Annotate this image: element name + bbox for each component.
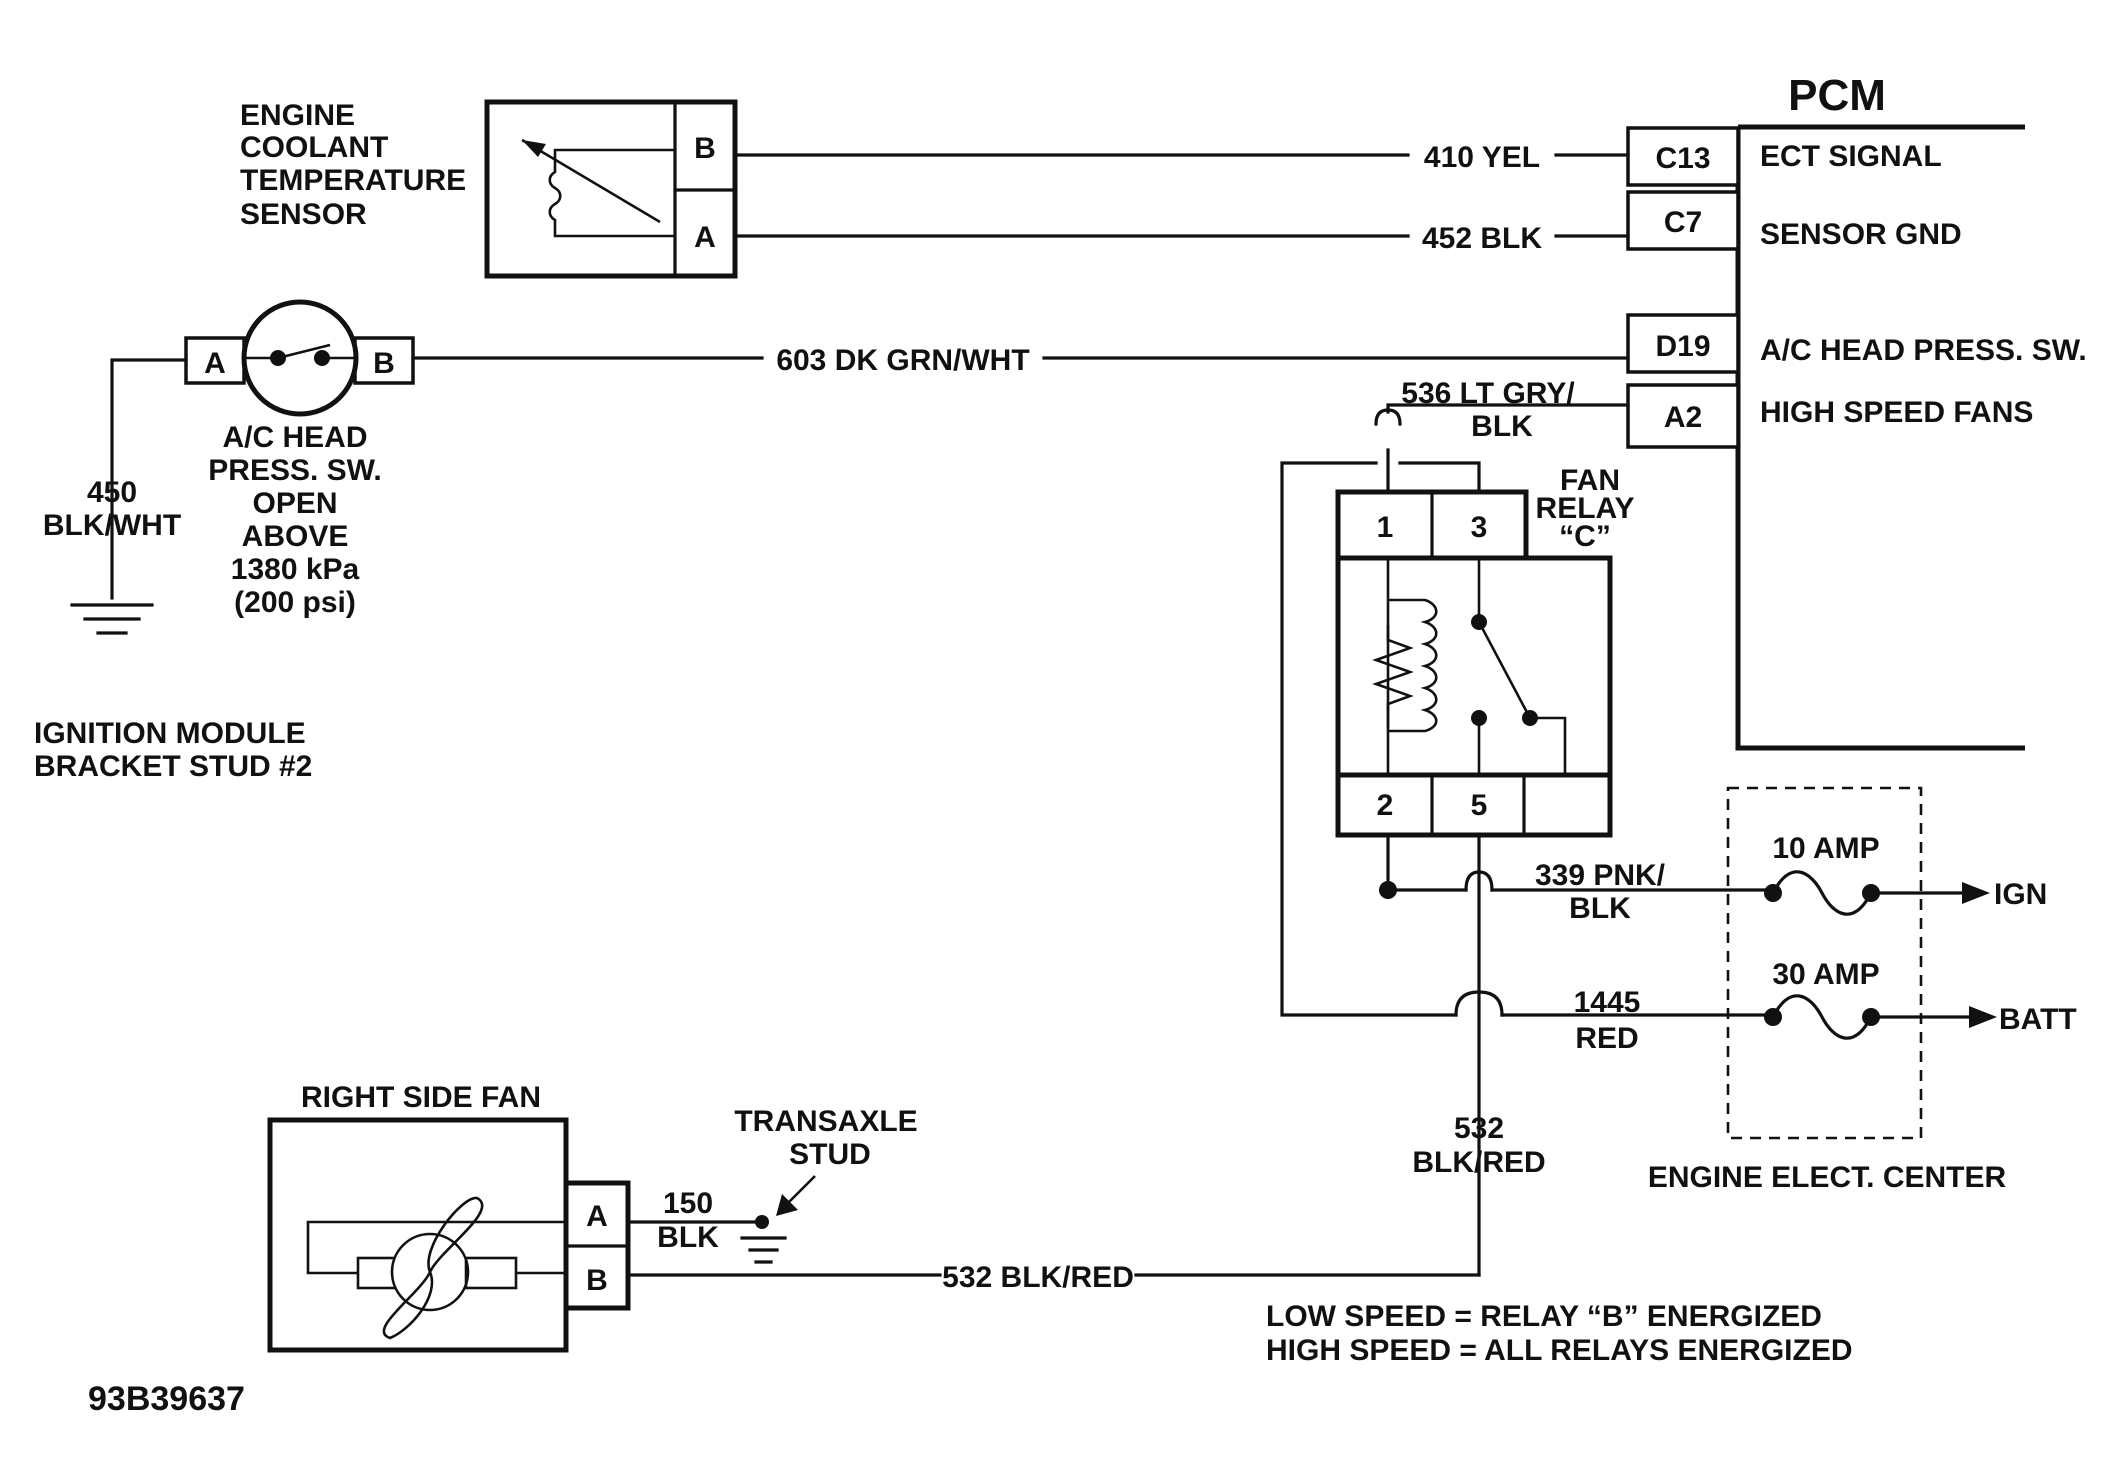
wire-532-bottom-label: 532 BLK/RED: [942, 1261, 1134, 1294]
fan-pin-b: B: [586, 1264, 608, 1297]
pcm-pin-d19: D19: [1655, 330, 1710, 363]
figure-id: 93B39637: [88, 1380, 245, 1418]
wire-150-label-2: BLK: [657, 1221, 719, 1254]
fan-relay-label-2: RELAY: [1536, 492, 1635, 525]
wire-339-label-1: 339 PNK/: [1535, 859, 1666, 892]
ac-switch-label-6: (200 psi): [234, 586, 356, 619]
relay-pin-5: 5: [1471, 789, 1488, 822]
wire-536-label-1: 536 LT GRY/: [1401, 377, 1575, 410]
wire-150-label-1: 150: [663, 1187, 713, 1220]
wire-452-label: 452 BLK: [1422, 222, 1542, 255]
ground-location-line-1: IGNITION MODULE: [34, 717, 306, 750]
ac-switch-label-5: 1380 kPa: [231, 553, 360, 586]
ect-sensor: ENGINE COOLANT TEMPERATURE SENSOR B A: [240, 99, 738, 279]
fan-relay-label-1: FAN: [1560, 464, 1620, 497]
pcm-signal-ect: ECT SIGNAL: [1760, 140, 1942, 173]
note-low-speed: LOW SPEED = RELAY “B” ENERGIZED: [1266, 1300, 1822, 1333]
pcm-pin-c7: C7: [1664, 206, 1702, 239]
ect-label-line-4: SENSOR: [240, 198, 367, 231]
fuse-30-amp: [1764, 994, 1880, 1040]
fan-relay-label-3: “C”: [1559, 520, 1611, 553]
ground-450: 450 BLK/WHT IGNITION MODULE BRACKET STUD…: [34, 358, 312, 783]
fuse-10-amp-label: 10 AMP: [1772, 832, 1879, 865]
ect-label-line-2: COOLANT: [240, 131, 388, 164]
pcm-signal-high-speed-fans: HIGH SPEED FANS: [1760, 396, 2033, 429]
ground-location-line-2: BRACKET STUD #2: [34, 750, 312, 783]
wire-410-label: 410 YEL: [1424, 141, 1540, 174]
wire-1445-label-2: RED: [1575, 1022, 1638, 1055]
transaxle-arrow-icon: [776, 1194, 798, 1216]
ac-switch-label-1: A/C HEAD: [222, 421, 367, 454]
relay-pin-2: 2: [1377, 789, 1394, 822]
ac-switch-label-3: OPEN: [252, 487, 337, 520]
pcm: PCM C13 C7 D19 A2 ECT SIGNAL SENSOR GND …: [1626, 71, 2087, 751]
ign-label: IGN: [1994, 878, 2047, 911]
wire-532-label-1: 532: [1454, 1112, 1504, 1145]
pcm-signal-sensor-gnd: SENSOR GND: [1760, 218, 1962, 251]
pcm-pin-a2: A2: [1664, 401, 1702, 434]
fan-motor-icon: [306, 1196, 566, 1340]
ac-switch-label-2: PRESS. SW.: [208, 454, 381, 487]
ac-switch-pin-a: A: [204, 347, 226, 380]
pcm-pin-c13: C13: [1655, 142, 1710, 175]
wire-536-label-2: BLK: [1471, 410, 1533, 443]
fan-pin-a: A: [586, 1200, 608, 1233]
ect-pin-a: A: [694, 221, 716, 254]
right-side-fan: RIGHT SIDE FAN A B: [267, 1081, 631, 1353]
pcm-signal-ac-head-press: A/C HEAD PRESS. SW.: [1760, 334, 2087, 367]
ect-label-line-3: TEMPERATURE: [240, 164, 466, 197]
ign-arrow-icon: [1962, 882, 1990, 904]
ect-label-line-1: ENGINE: [240, 99, 355, 132]
engine-elect-center-label: ENGINE ELECT. CENTER: [1648, 1161, 2007, 1194]
transaxle-label-2: STUD: [789, 1138, 871, 1171]
wire-1445-label-1: 1445: [1574, 986, 1641, 1019]
thermistor-symbol: [548, 148, 675, 238]
relay-pin-1: 1: [1377, 511, 1394, 544]
fan-relay-c: FAN RELAY “C” 1 3 2 5: [1335, 464, 1635, 838]
batt-arrow-icon: [1969, 1006, 1997, 1028]
transaxle-label-1: TRANSAXLE: [734, 1105, 917, 1138]
engine-elect-center: 10 AMP 30 AMP ENGINE ELECT. CENTER: [1648, 786, 2007, 1194]
wire-339-label-2: BLK: [1569, 892, 1631, 925]
ground-450-wire-color: BLK/WHT: [43, 509, 181, 542]
ground-450-wire-num: 450: [87, 476, 137, 509]
ac-head-pressure-switch: A B A/C HEAD PRESS. SW. OPEN ABOVE 1380 …: [184, 299, 415, 619]
fuse-30-amp-label: 30 AMP: [1772, 958, 1879, 991]
relay-coil-symbol: [1372, 558, 1438, 775]
fuse-10-amp: [1764, 870, 1880, 916]
batt-label: BATT: [1999, 1003, 2077, 1036]
ac-switch-pin-b: B: [373, 347, 395, 380]
pcm-title: PCM: [1788, 71, 1886, 120]
ac-switch-label-4: ABOVE: [242, 520, 349, 553]
ect-pin-b: B: [694, 132, 716, 165]
relay-switch-symbol: [1471, 558, 1567, 775]
wire-603-label: 603 DK GRN/WHT: [776, 344, 1029, 377]
relay-pin-3: 3: [1471, 511, 1488, 544]
note-high-speed: HIGH SPEED = ALL RELAYS ENERGIZED: [1266, 1334, 1853, 1367]
right-fan-title: RIGHT SIDE FAN: [301, 1081, 541, 1114]
wire-532-label-2: BLK/RED: [1412, 1146, 1545, 1179]
